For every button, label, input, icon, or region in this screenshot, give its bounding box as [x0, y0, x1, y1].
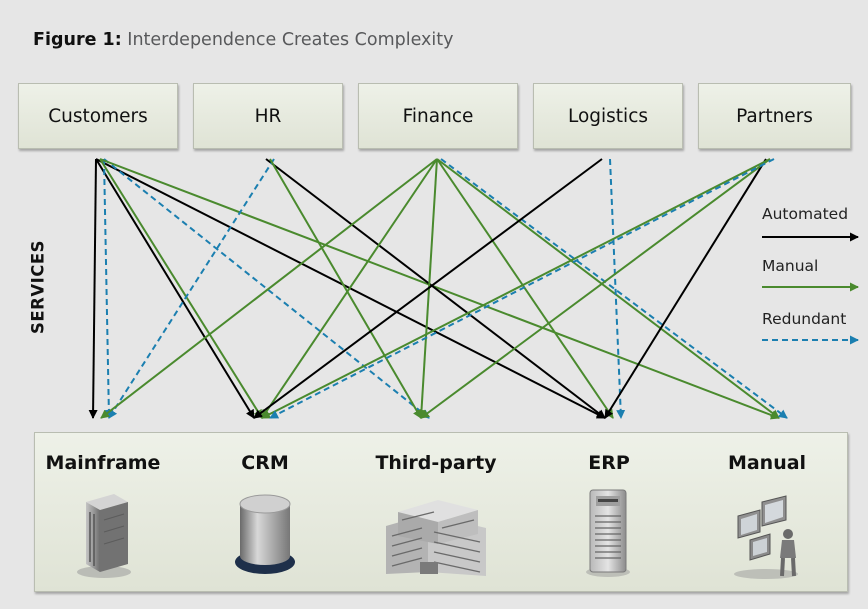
workstations-icon [734, 495, 798, 579]
arrow-customers-to-manual-manual [99, 158, 780, 420]
database-icon [235, 494, 295, 574]
arrow-finance-to-erp-manual [436, 158, 614, 419]
arrow-finance-to-manual-redundant [440, 158, 788, 419]
legend-manual-label: Manual [762, 257, 819, 275]
domain-box-logistics: Logistics [533, 83, 683, 149]
figure-number: Figure 1: [33, 30, 122, 50]
office-building-icon [386, 500, 486, 576]
arrow-finance-to-manual-manual [436, 158, 780, 419]
arrow-logistics-to-crm-automated [253, 158, 603, 419]
legend-automated-label: Automated [762, 205, 849, 223]
arrow-customers-to-crm-automated [95, 158, 255, 419]
domain-box-finance: Finance [358, 83, 518, 149]
arrow-customers-to-crm-manual [99, 158, 263, 419]
domain-box-hr: HR [193, 83, 343, 149]
arrow-partners-to-crm-redundant [269, 158, 775, 419]
domain-box-customers: Customers [18, 83, 178, 149]
figure-title: Figure 1: Interdependence Creates Comple… [33, 30, 454, 50]
arrow-partners-to-erp-automated [604, 158, 767, 419]
domain-box-partners: Partners [698, 83, 851, 149]
system-label-crm: CRM [241, 452, 289, 474]
arrow-customers-to-mainframe-redundant [103, 158, 114, 419]
arrow-hr-to-erp-automated [265, 158, 606, 419]
system-label-third-party: Third-party [375, 452, 497, 474]
system-label-manual: Manual [727, 452, 807, 474]
arrow-finance-to-crm-manual [261, 158, 438, 419]
figure-title-text: Interdependence Creates Complexity [127, 30, 454, 50]
system-label-mainframe: Mainframe [45, 452, 161, 474]
arrow-partners-to-crm-manual [261, 158, 771, 419]
arrow-logistics-to-erp-redundant [609, 158, 626, 419]
mainframe-icon [77, 494, 131, 578]
server-tower-icon [586, 489, 630, 577]
arrow-hr-to-mainframe-redundant [108, 158, 275, 419]
system-label-erp: ERP [588, 452, 630, 474]
arrow-finance-to-mainframe-manual [100, 158, 438, 419]
arrow-customers-to-mainframe-automated [88, 158, 98, 419]
arrow-hr-to-third-party-manual [269, 158, 422, 419]
arrow-partners-to-third-party-manual [420, 158, 771, 419]
legend-redundant-label: Redundant [762, 310, 847, 328]
